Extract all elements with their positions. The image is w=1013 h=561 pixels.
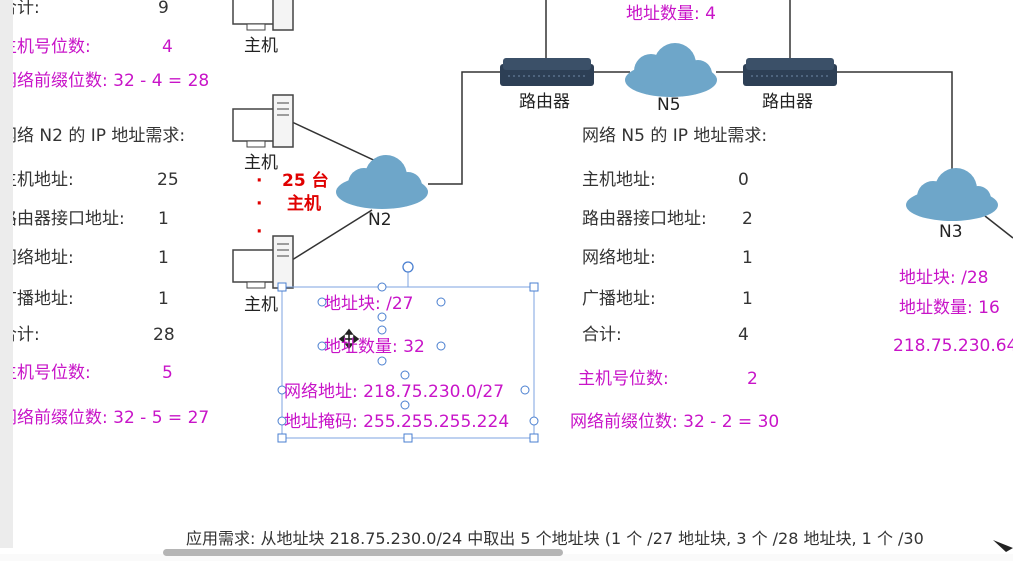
selected-block[interactable]: 地址块: /27 [324, 294, 414, 314]
host-label: 主机 [244, 295, 278, 315]
n3-count: 地址数量: 16 [899, 298, 1000, 318]
prefix-bits: 网络前缀位数: 32 - 4 = 28 [0, 71, 210, 91]
n5-heading: 网络 N5 的 IP 地址需求: [582, 126, 768, 146]
n5-row-label: 网络地址: [582, 248, 656, 268]
link-host-n2-bottom [291, 209, 373, 261]
n2-heading: 网络 N2 的 IP 地址需求: [0, 126, 186, 146]
n2-host-bits-value: 5 [162, 363, 173, 383]
n2-row-label: 网络地址: [0, 248, 74, 268]
router-icon [499, 57, 595, 87]
n5-row-value: 2 [742, 209, 753, 229]
router-label: 路由器 [762, 92, 813, 112]
n5-host-bits-value: 2 [747, 369, 758, 389]
footer-requirement: 应用需求: 从地址块 218.75.230.0/24 中取出 5 个地址块 (1… [186, 529, 924, 548]
n2-label: N2 [368, 210, 392, 230]
callout-bullet: · [256, 222, 263, 242]
callout-bullet: · [256, 194, 263, 214]
host-bits-label: 主机号位数: [0, 37, 91, 57]
host-label: 主机 [244, 153, 278, 173]
vertical-scroll-strip[interactable] [0, 0, 13, 548]
link-router2-n3 [836, 71, 953, 180]
horizontal-scrollbar-thumb[interactable] [163, 549, 563, 556]
n3-network: 218.75.230.64 [893, 336, 1013, 356]
link-n2-router1 [428, 71, 500, 185]
link-n3-right [984, 215, 1013, 239]
host-icon [232, 94, 294, 148]
callout-hosts: 主机 [287, 194, 321, 214]
move-cursor-icon [338, 328, 360, 350]
n2-row-label: 路由器接口地址: [0, 209, 125, 229]
cloud-n5-icon [625, 43, 717, 97]
n2-row-label: 广播地址: [0, 289, 74, 309]
n2-row-value: 1 [158, 289, 169, 309]
router-icon [742, 57, 838, 87]
host-bits-value: 4 [162, 37, 173, 57]
n2-prefix-bits: 网络前缀位数: 32 - 5 = 27 [0, 408, 210, 428]
cloud-n2-icon [336, 155, 428, 209]
callout-count: 25 台 [282, 171, 329, 191]
selected-mask[interactable]: 地址掩码: 255.255.255.224 [284, 412, 510, 432]
n5-address-count: 地址数量: 4 [626, 4, 716, 24]
n5-row-label: 主机地址: [582, 170, 656, 190]
host-icon [232, 0, 294, 31]
bottom-strip [0, 554, 1013, 561]
n5-row-value: 1 [742, 289, 753, 309]
selected-network[interactable]: 网络地址: 218.75.230.0/27 [284, 382, 505, 402]
host-icon [232, 235, 294, 289]
n5-row-label: 路由器接口地址: [582, 209, 707, 229]
selection-frame[interactable] [277, 261, 539, 443]
n2-row-value: 1 [158, 209, 169, 229]
host-label: 主机 [244, 36, 278, 56]
total-value: 9 [158, 0, 169, 18]
n5-row-value: 0 [738, 170, 749, 190]
router-label: 路由器 [519, 92, 570, 112]
n2-row-value: 25 [157, 170, 179, 190]
n5-row-value: 4 [738, 325, 749, 345]
n5-host-bits-label: 主机号位数: [578, 369, 669, 389]
callout-bullet: · [256, 171, 263, 191]
n3-block: 地址块: /28 [899, 268, 989, 288]
n5-row-value: 1 [742, 248, 753, 268]
link-host-n2-top [291, 121, 383, 165]
n3-label: N3 [939, 222, 963, 242]
n2-row-value: 1 [158, 248, 169, 268]
selected-count[interactable]: 地址数量: 32 [324, 337, 425, 357]
n5-row-label: 广播地址: [582, 289, 656, 309]
n2-host-bits-label: 主机号位数: [0, 363, 91, 383]
n5-label: N5 [657, 95, 681, 115]
n5-prefix-bits: 网络前缀位数: 32 - 2 = 30 [570, 412, 780, 432]
n2-row-label: 主机地址: [0, 170, 74, 190]
cloud-n3-icon [906, 168, 998, 221]
n2-row-value: 28 [153, 325, 175, 345]
n5-row-label: 合计: [582, 325, 622, 345]
